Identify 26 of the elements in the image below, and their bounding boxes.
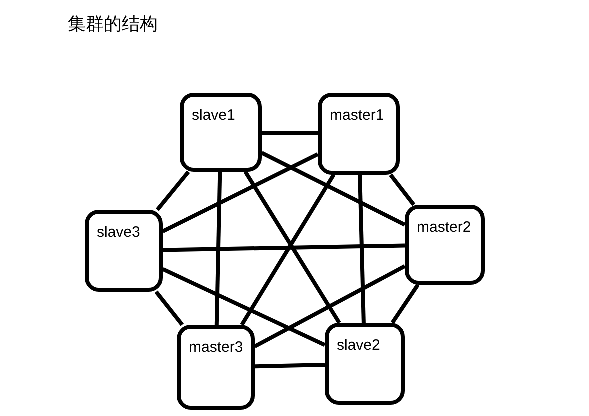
connector-line — [358, 174, 366, 324]
connector-line — [156, 170, 190, 212]
title: 集群的结构 — [68, 13, 158, 36]
node-label: slave3 — [97, 224, 140, 241]
node-label: master2 — [417, 219, 472, 236]
connector-line — [261, 151, 406, 227]
node-box — [180, 93, 262, 172]
connector-line — [154, 290, 184, 326]
node-box — [85, 210, 163, 292]
node-label: master3 — [189, 339, 244, 356]
node-label: master1 — [330, 107, 384, 124]
node-box — [405, 205, 485, 285]
connector-line — [254, 362, 326, 369]
connector-line — [162, 244, 406, 252]
connector-line — [254, 264, 406, 348]
node-box — [325, 323, 405, 405]
connector-line — [390, 284, 420, 324]
node-box — [177, 325, 255, 410]
connector-line — [162, 267, 326, 348]
connector-line — [389, 174, 416, 206]
node-label: slave2 — [337, 337, 380, 354]
node-box — [318, 93, 400, 175]
connector-line — [214, 172, 222, 326]
connector-line — [262, 130, 318, 136]
connector-line — [162, 152, 319, 234]
node-label: slave1 — [192, 107, 236, 124]
